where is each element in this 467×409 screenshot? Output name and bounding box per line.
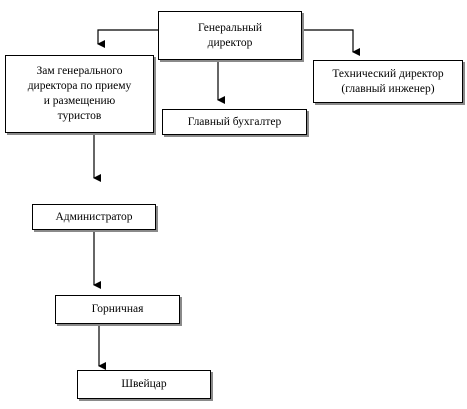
deputy-director-box: Зам генерального директора по приему и р… <box>5 55 154 133</box>
deputy-director-label-line2: директора по приему <box>27 80 132 92</box>
doorman-label: Швейцар <box>121 378 167 390</box>
technical-director-box: Технический директор (главный инженер) <box>313 60 463 103</box>
connector-director-to-deputy <box>97 29 158 48</box>
technical-director-label-line1: Технический директор <box>332 67 444 80</box>
maid-label: Горничная <box>91 303 144 315</box>
chief-accountant-box: Главный бухгалтер <box>162 109 307 135</box>
general-director-label-line1: Генеральный <box>197 21 263 34</box>
administrator-label: Администратор <box>55 210 133 223</box>
deputy-director-label-line4: туристов <box>57 110 102 122</box>
doorman-box: Швейцар <box>77 370 211 399</box>
general-director-box: Генеральный директор <box>158 11 302 60</box>
connector-director-to-tech-director <box>302 29 360 56</box>
deputy-director-label-line3: и размещению <box>43 95 116 107</box>
technical-director-label-line2: (главный инженер) <box>341 82 435 95</box>
deputy-director-label-line1: Зам генерального <box>36 65 123 77</box>
administrator-box: Администратор <box>32 204 156 230</box>
chief-accountant-label: Главный бухгалтер <box>187 115 282 128</box>
maid-box: Горничная <box>55 295 180 324</box>
general-director-label-line2: директор <box>207 36 253 49</box>
